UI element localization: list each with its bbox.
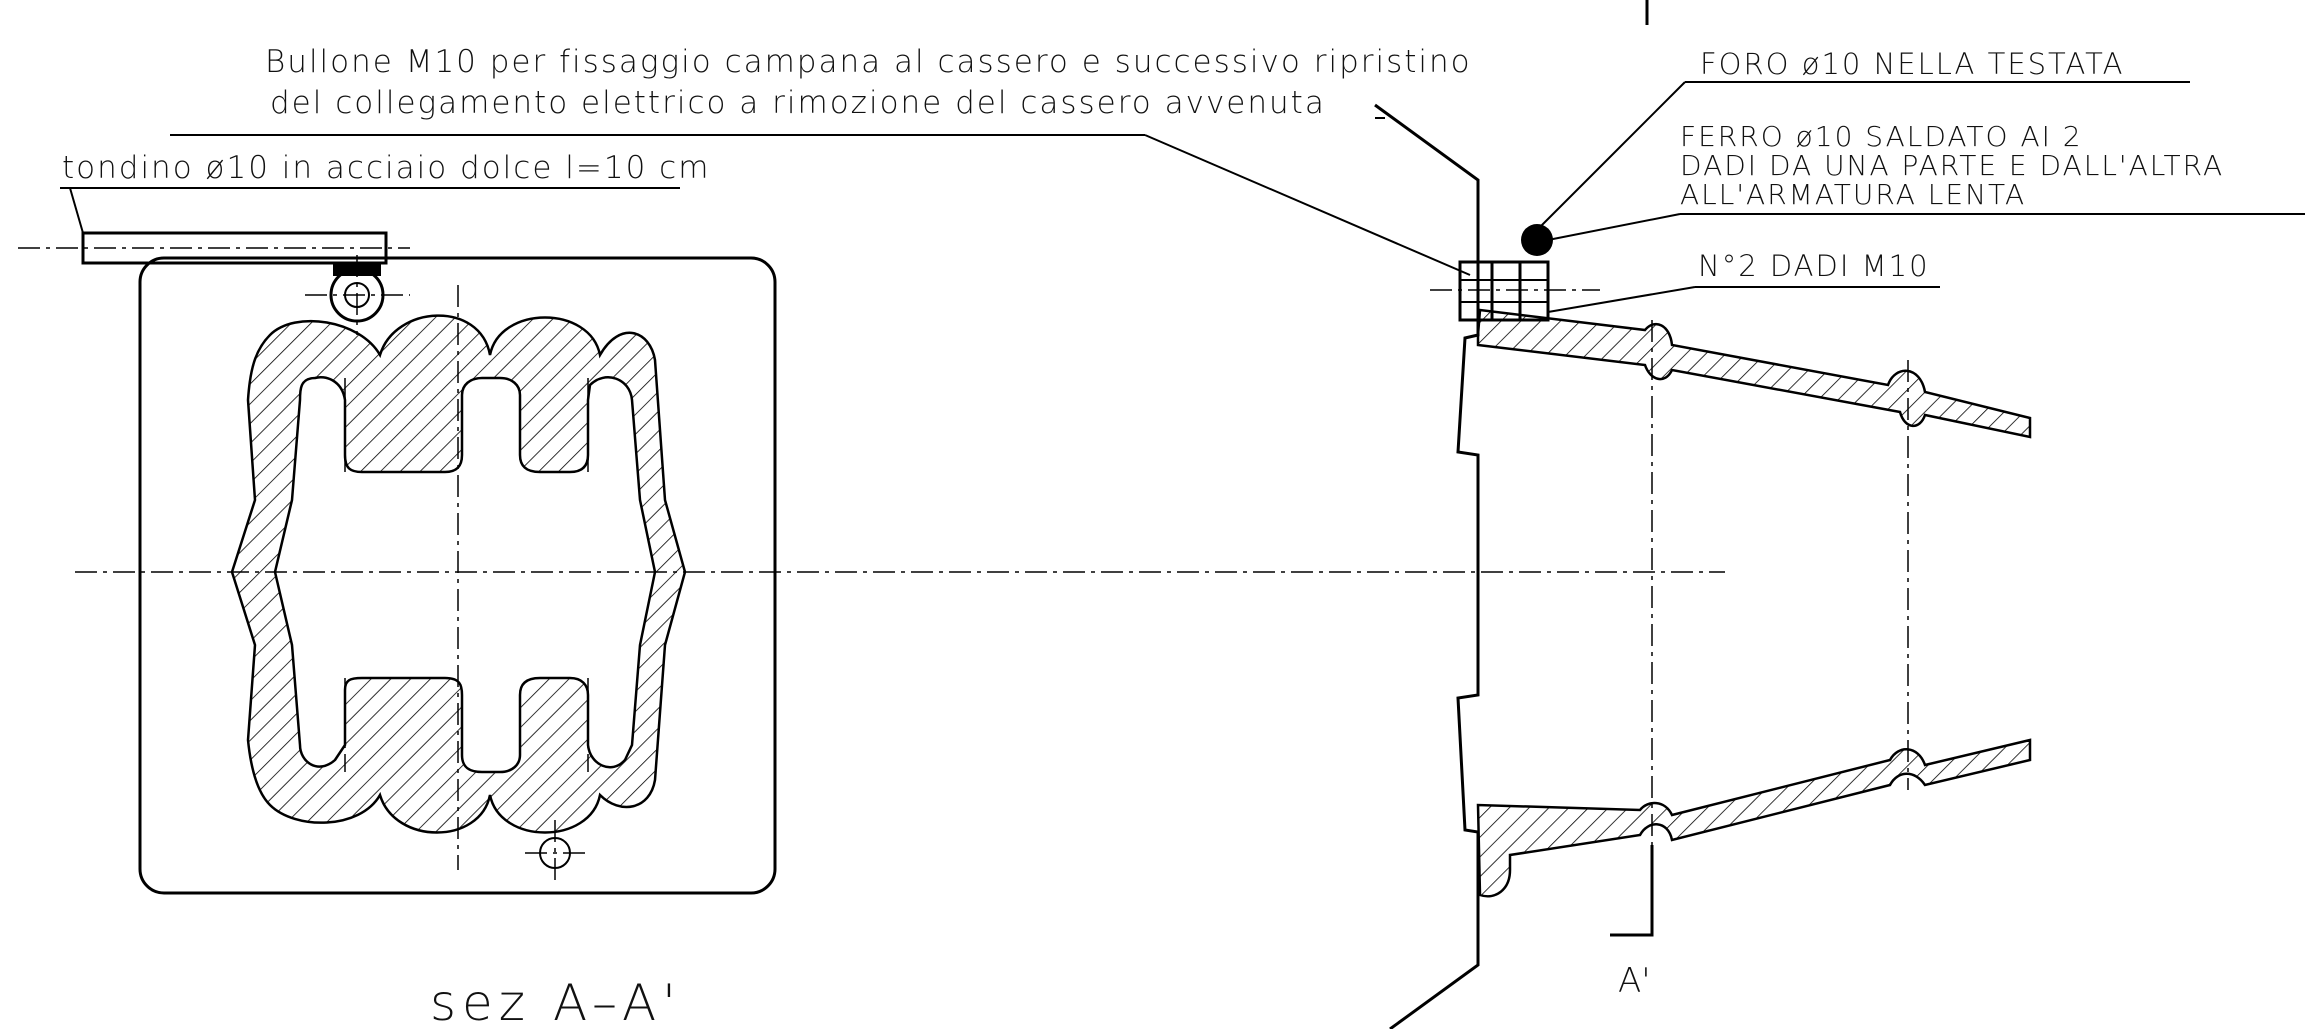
bolt-head: [305, 255, 410, 335]
bolt-assembly: [1430, 224, 1600, 322]
side-view: [1374, 0, 2032, 1029]
section-marker-bracket: [1610, 845, 1654, 937]
hole-note: FORO ø10 NELLA TESTATA: [1700, 47, 2124, 81]
bolt-note-line1: Bullone M10 per fissaggio campana al cas…: [265, 44, 1472, 80]
formwork-wall: [1374, 103, 1480, 1029]
upper-taper: [1476, 308, 2032, 439]
lower-taper: [1476, 738, 2032, 898]
section-view: [18, 231, 1725, 895]
iron-note-line3: ALL'ARMATURA LENTA: [1680, 178, 2026, 211]
section-title: sez A–A': [430, 974, 682, 1029]
iron-note-line2: DADI DA UNA PARTE E DALL'ALTRA: [1680, 149, 2224, 182]
rod-note: tondino ø10 in acciaio dolce l=10 cm: [62, 150, 710, 186]
small-hole: [525, 820, 585, 885]
nuts-note: N°2 DADI M10: [1698, 249, 1930, 283]
section-marker-label: A': [1618, 961, 1651, 1001]
weld-blob: [1521, 224, 1553, 256]
steel-rod: [81, 231, 388, 265]
bolt-note-line2: del collegamento elettrico a rimozione d…: [270, 85, 1326, 121]
base-plate: [138, 256, 777, 895]
iron-note-line1: FERRO ø10 SALDATO AI 2: [1680, 120, 2083, 153]
leader-lines: [60, 81, 2305, 313]
